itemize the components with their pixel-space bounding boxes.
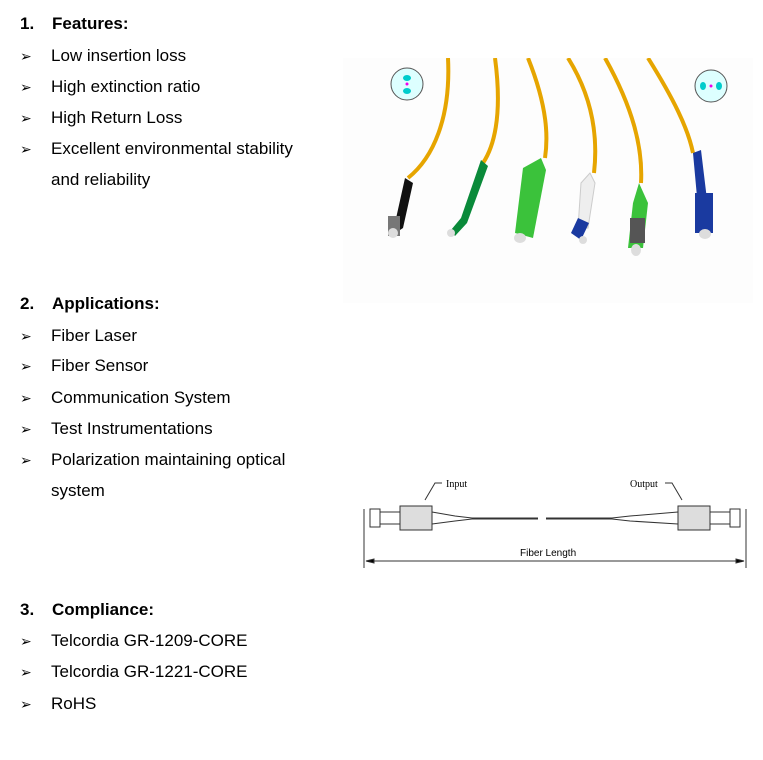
bullet-arrow-icon: ➢ [20, 664, 32, 680]
bullet-arrow-icon: ➢ [20, 141, 32, 157]
list-item-text: Fiber Laser [51, 326, 137, 345]
bullet-arrow-icon: ➢ [20, 48, 32, 64]
fiber-connectors-photo [343, 56, 753, 303]
bullet-arrow-icon: ➢ [20, 421, 32, 437]
list-item-continuation: and reliability [51, 170, 151, 189]
list-item: ➢ Fiber Laser [20, 326, 137, 346]
list-item-text: Fiber Sensor [51, 356, 149, 375]
bullet-arrow-icon: ➢ [20, 328, 32, 344]
bullet-arrow-icon: ➢ [20, 696, 32, 712]
list-item-text: Communication System [51, 388, 231, 407]
bullet-arrow-icon: ➢ [20, 452, 32, 468]
list-item-text: High Return Loss [51, 108, 183, 127]
list-item: ➢ Telcordia GR-1221-CORE [20, 662, 248, 682]
output-label: Output [630, 479, 658, 490]
list-item: ➢ Communication System [20, 388, 231, 408]
list-item: ➢ Excellent environmental stability [20, 139, 293, 159]
input-label: Input [446, 479, 467, 490]
section-number: 2. [20, 294, 35, 313]
bullet-arrow-icon: ➢ [20, 358, 32, 374]
list-item: ➢ High Return Loss [20, 108, 182, 128]
section-number: 3. [20, 600, 35, 619]
list-item-text: Low insertion loss [51, 46, 187, 65]
bullet-arrow-icon: ➢ [20, 390, 32, 406]
fiber-patchcord-diagram: Input Output Fiber Length [360, 468, 750, 568]
list-item: ➢ Telcordia GR-1209-CORE [20, 631, 248, 651]
list-item: ➢ Polarization maintaining optical [20, 450, 285, 470]
section-title: Compliance: [52, 600, 155, 619]
list-item: ➢ High extinction ratio [20, 77, 200, 97]
list-item: ➢ Low insertion loss [20, 46, 186, 66]
list-item-text: Polarization maintaining optical [51, 450, 286, 469]
fiber-length-label: Fiber Length [520, 548, 576, 559]
list-item-text: RoHS [51, 694, 97, 713]
applications-heading: 2. Applications: [20, 294, 160, 314]
list-item: ➢ RoHS [20, 694, 96, 714]
list-item-text: Excellent environmental stability [51, 139, 293, 158]
list-item: ➢ Fiber Sensor [20, 356, 148, 376]
list-item: ➢ Test Instrumentations [20, 419, 213, 439]
bullet-arrow-icon: ➢ [20, 633, 32, 649]
compliance-heading: 3. Compliance: [20, 600, 154, 620]
list-item-continuation: system [51, 481, 105, 500]
section-number: 1. [20, 14, 35, 33]
section-title: Applications: [52, 294, 160, 313]
section-title: Features: [52, 14, 129, 33]
list-item-text: Telcordia GR-1221-CORE [51, 662, 248, 681]
list-item-text: High extinction ratio [51, 77, 201, 96]
features-heading: 1. Features: [20, 14, 129, 34]
bullet-arrow-icon: ➢ [20, 79, 32, 95]
bullet-arrow-icon: ➢ [20, 110, 32, 126]
list-item-text: Telcordia GR-1209-CORE [51, 631, 248, 650]
list-item-text: Test Instrumentations [51, 419, 213, 438]
